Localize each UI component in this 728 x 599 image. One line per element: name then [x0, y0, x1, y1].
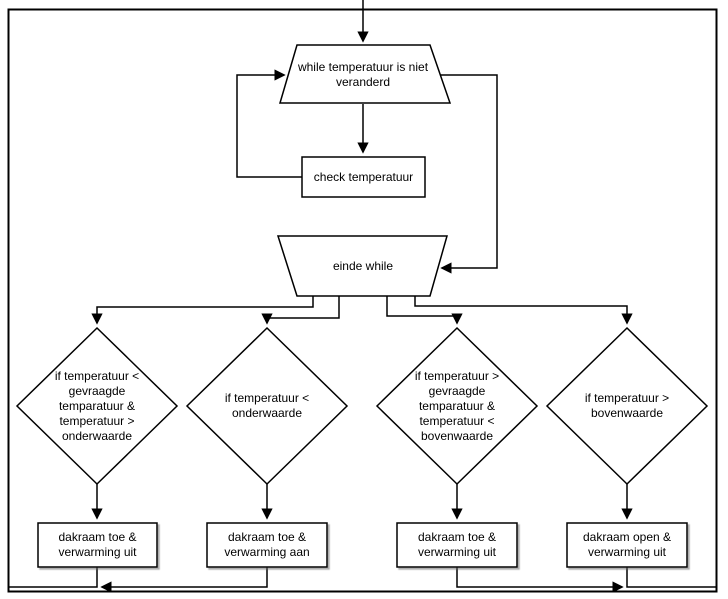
edge-endwhile-to-decision-2 [261, 296, 340, 325]
action-1-shape [37, 522, 158, 568]
edge-action4-out [626, 567, 716, 588]
decision-3-shape [375, 326, 539, 486]
decision-4-shape [545, 326, 709, 486]
action-4-shape [566, 522, 688, 568]
check-temperature-shape [301, 156, 426, 198]
edge-endwhile-to-decision-4 [414, 296, 633, 325]
edge-action3-merge-right [456, 567, 624, 593]
action-3-shape [396, 522, 518, 568]
end-while-shape [276, 235, 448, 297]
decision-2-shape [185, 326, 349, 486]
action-2-shape [206, 522, 328, 568]
edge-check-loop-back [236, 69, 302, 178]
while-loop-shape [278, 44, 452, 104]
edge-endwhile-to-decision-3 [386, 296, 463, 325]
decision-1-shape [15, 326, 179, 486]
edge-action1-out [9, 567, 98, 588]
edge-endwhile-to-decision-1 [91, 296, 314, 325]
edge-while-to-endwhile [440, 74, 498, 274]
edge-action2-merge-left [100, 567, 268, 593]
